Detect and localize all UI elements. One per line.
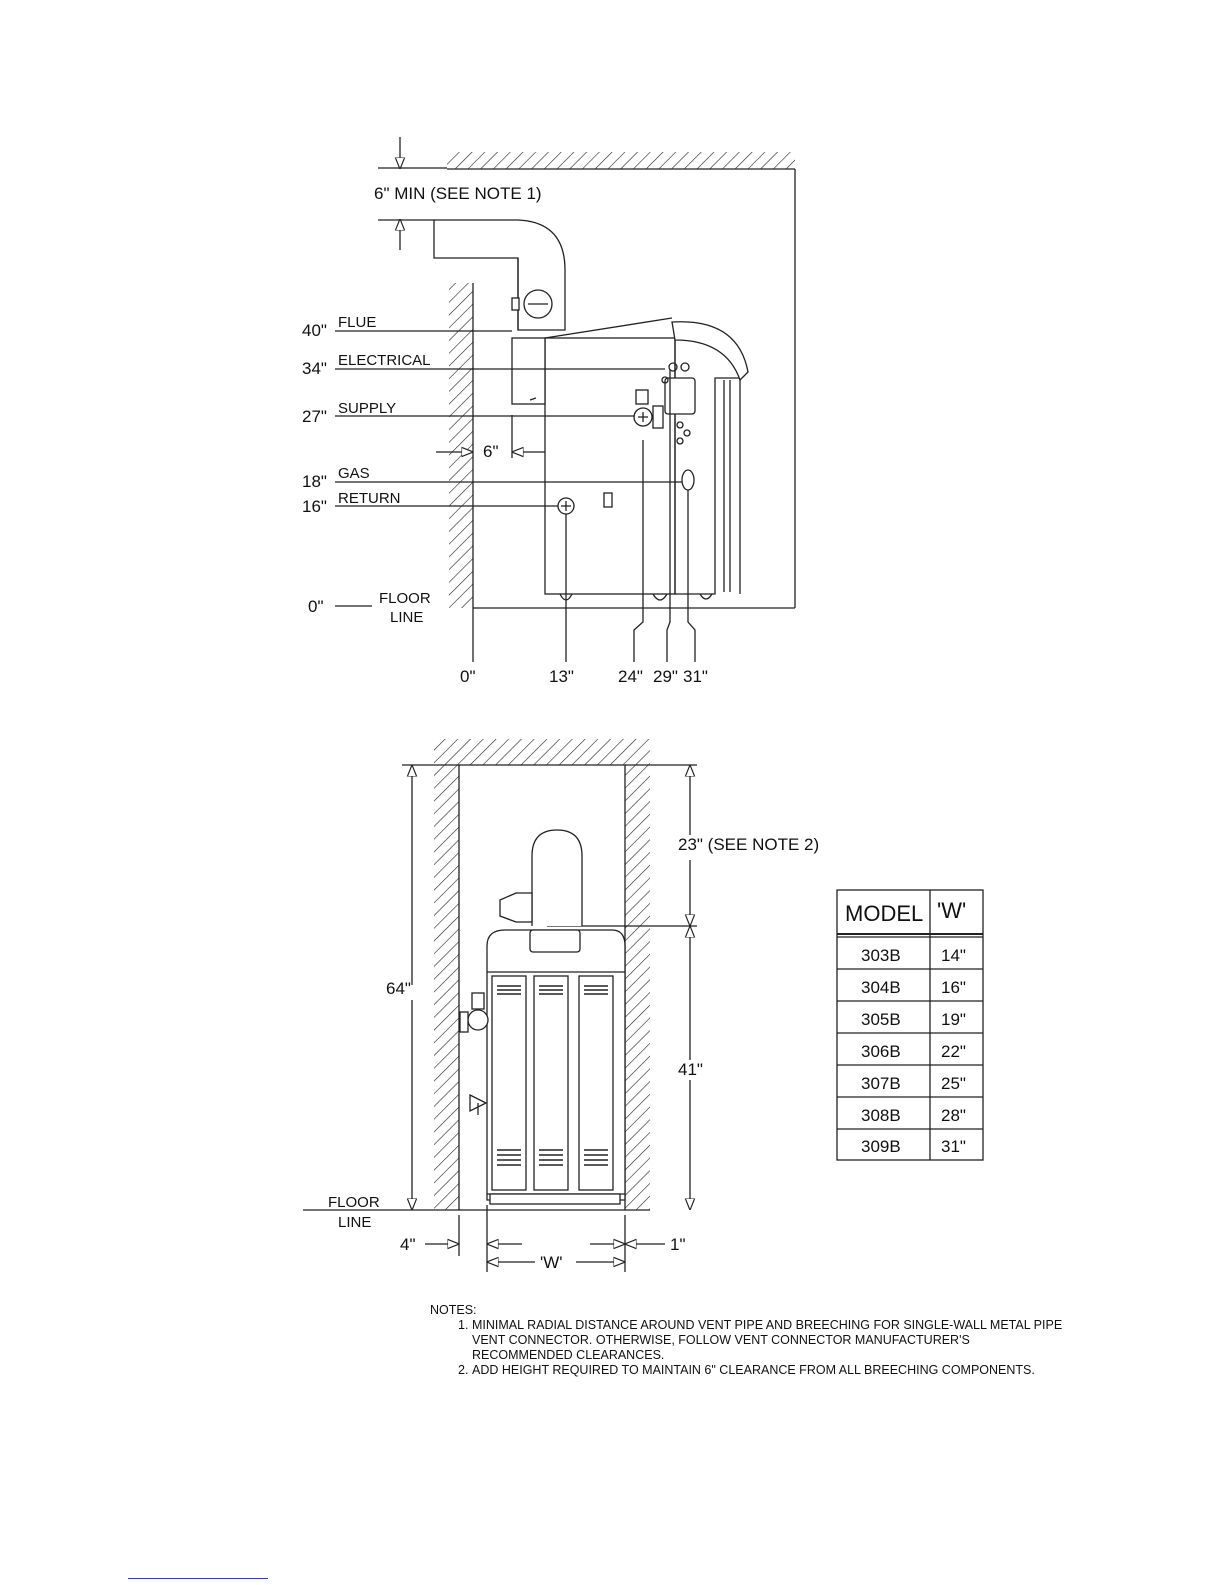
note-2-number: 2. [458, 1363, 469, 1377]
flue-value: 40" [302, 321, 327, 340]
table-row-0-w: 14" [941, 946, 966, 965]
note-1-text: MINIMAL RADIAL DISTANCE AROUND VENT PIPE… [472, 1318, 1063, 1362]
side-view [335, 137, 796, 662]
table-header-w: 'W' [937, 898, 966, 923]
table-row-5-w: 28" [941, 1106, 966, 1125]
boiler-top-hood [671, 321, 749, 382]
table-row-2-model: 305B [861, 1010, 901, 1029]
table-row-5-model: 308B [861, 1106, 901, 1125]
boiler-body [544, 337, 676, 595]
electrical-value: 34" [302, 359, 327, 378]
note-2: 2. ADD HEIGHT REQUIRED TO MAINTAIN 6" CL… [458, 1363, 1070, 1378]
side-floor-label-2: LINE [390, 609, 423, 626]
table-header-model: MODEL [845, 901, 923, 926]
bottom-dim-13: 13" [549, 667, 574, 686]
electrical-label: ELECTRICAL [338, 352, 431, 369]
bottom-dim-24: 24" [618, 667, 643, 686]
vent-louvers [497, 985, 608, 1166]
side-floor-label-1: FLOOR [379, 590, 431, 607]
vent-stack [531, 829, 583, 926]
gas-value: 18" [302, 472, 327, 491]
note-2-text: ADD HEIGHT REQUIRED TO MAINTAIN 6" CLEAR… [472, 1363, 1035, 1377]
table-row-3-model: 306B [861, 1042, 901, 1061]
side-top-clearance: 6" MIN (SEE NOTE 1) [374, 184, 542, 203]
front-supply-valve [467, 1009, 489, 1031]
table-row-1-w: 16" [941, 978, 966, 997]
return-label: RETURN [338, 490, 401, 507]
ceiling-hatch [447, 152, 795, 169]
front-top-clearance: 23" (SEE NOTE 2) [678, 835, 819, 854]
table-row-3-w: 22" [941, 1042, 966, 1061]
supply-value: 27" [302, 407, 327, 426]
table-row-2-w: 19" [941, 1010, 966, 1029]
notes-title: NOTES: [430, 1303, 477, 1317]
model-table [836, 889, 984, 1161]
side-row-labels: 40" FLUE 34" ELECTRICAL 27" SUPPLY 18" G… [302, 314, 431, 516]
table-row-1-model: 304B [861, 978, 901, 997]
note-1-number: 1. [458, 1318, 469, 1332]
floor-value: 0" [308, 597, 324, 616]
bottom-dim-0: 0" [460, 667, 476, 686]
footnote-rule [128, 1578, 268, 1579]
front-unit-height: 41" [678, 1060, 703, 1079]
table-row-0-model: 303B [861, 946, 901, 965]
front-floor-label-1: FLOOR [328, 1194, 380, 1211]
front-right-clearance: 1" [670, 1235, 686, 1254]
boiler-jacket [674, 330, 741, 595]
supply-label: SUPPLY [338, 400, 396, 417]
front-total-height: 64" [386, 979, 411, 998]
alcove-top-hatch [434, 739, 650, 765]
table-rows: 303B 14" 304B 16" 305B 19" 306B 22" 307B… [861, 946, 966, 1156]
front-left-clearance: 4" [400, 1235, 416, 1254]
draft-diverter [499, 892, 533, 923]
gas-label: GAS [338, 465, 370, 482]
table-row-6-model: 309B [861, 1137, 901, 1156]
left-wall-hatch [449, 283, 473, 608]
table-row-4-w: 25" [941, 1074, 966, 1093]
front-floor-label-2: LINE [338, 1214, 371, 1231]
front-view [303, 739, 697, 1272]
table-row-6-w: 31" [941, 1137, 966, 1156]
flue-label: FLUE [338, 314, 376, 331]
front-width-label: 'W' [540, 1253, 563, 1272]
alcove-right-hatch [625, 765, 650, 1210]
gas-port [681, 469, 695, 491]
table-row-4-model: 307B [861, 1074, 901, 1093]
wall-offset-dim: 6" [483, 442, 499, 461]
note-1: 1. MINIMAL RADIAL DISTANCE AROUND VENT P… [458, 1318, 1070, 1363]
alcove-left-hatch [434, 765, 459, 1210]
return-value: 16" [302, 497, 327, 516]
notes-block: NOTES: 1. MINIMAL RADIAL DISTANCE AROUND… [430, 1303, 1070, 1378]
side-bottom-dims: 0" 13" 24" 29" 31" [460, 667, 708, 686]
bottom-dim-31: 31" [683, 667, 708, 686]
bottom-dim-29: 29" [653, 667, 678, 686]
